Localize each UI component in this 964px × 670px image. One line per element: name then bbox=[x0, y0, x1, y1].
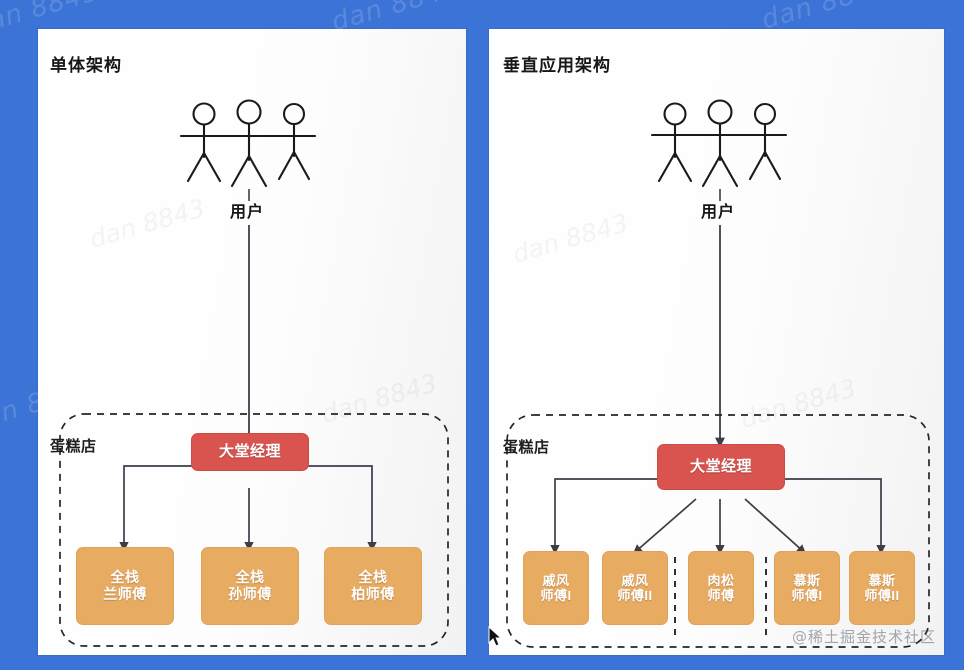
diagram-vectors-vertical bbox=[506, 99, 930, 648]
node-worker-3[interactable]: 全栈 柏师傅 bbox=[324, 547, 422, 625]
diagram-stage-monolithic: 用户 蛋糕店 大堂经理 全栈 兰师傅 全栈 孙师傅 全栈 柏师傅 bbox=[38, 29, 466, 655]
actor-label-user: 用户 bbox=[230, 204, 265, 221]
diagram-vectors-monolithic bbox=[59, 99, 449, 647]
node-label-line2: 兰师傅 bbox=[103, 586, 147, 602]
node-label-line2: 师傅I bbox=[791, 588, 823, 603]
node-label: 大堂经理 bbox=[689, 458, 752, 476]
node-label: 大堂经理 bbox=[218, 443, 281, 461]
panel-monolithic-architecture: dan 8843 dan 8843 单体架构 bbox=[38, 29, 466, 655]
panel-title-vertical: 垂直应用架构 bbox=[503, 56, 611, 75]
group-label-cake-shop: 蛋糕店 bbox=[503, 439, 550, 456]
mouse-cursor-icon bbox=[488, 626, 503, 647]
node-label-line2: 师傅II bbox=[864, 588, 900, 603]
node-label-line1: 肉松 bbox=[707, 572, 735, 588]
node-worker-1[interactable]: 戚风 师傅I bbox=[523, 551, 589, 625]
node-label-line1: 戚风 bbox=[621, 572, 649, 588]
panel-title-monolithic: 单体架构 bbox=[50, 56, 122, 75]
node-lobby-manager[interactable]: 大堂经理 bbox=[657, 444, 785, 490]
node-label-line2: 孙师傅 bbox=[228, 586, 272, 602]
node-label-line2: 师傅II bbox=[617, 588, 653, 603]
node-worker-5[interactable]: 慕斯 师傅II bbox=[849, 551, 915, 625]
node-label-line2: 师傅 bbox=[707, 588, 735, 603]
node-label-line1: 全栈 bbox=[235, 569, 265, 586]
group-boundary-cake-shop bbox=[59, 413, 449, 647]
node-worker-4[interactable]: 慕斯 师傅I bbox=[774, 551, 840, 625]
site-watermark: @稀土掘金技术社区 bbox=[791, 628, 936, 646]
node-worker-1[interactable]: 全栈 兰师傅 bbox=[76, 547, 174, 625]
node-label-line1: 慕斯 bbox=[793, 572, 821, 588]
node-worker-3[interactable]: 肉松 师傅 bbox=[688, 551, 754, 625]
node-label-line1: 全栈 bbox=[110, 569, 140, 586]
node-worker-2[interactable]: 戚风 师傅II bbox=[602, 551, 668, 625]
actor-group-icon bbox=[650, 99, 788, 188]
node-label-line2: 柏师傅 bbox=[351, 586, 395, 602]
group-boundary-cake-shop bbox=[506, 414, 930, 648]
node-worker-2[interactable]: 全栈 孙师傅 bbox=[201, 547, 299, 625]
node-lobby-manager[interactable]: 大堂经理 bbox=[191, 433, 309, 471]
node-label-line1: 全栈 bbox=[358, 569, 388, 586]
node-label-line1: 慕斯 bbox=[868, 572, 896, 588]
actor-label-user: 用户 bbox=[701, 204, 736, 221]
panel-vertical-application-architecture: dan 8843 dan 8843 垂直应用架构 bbox=[489, 29, 944, 655]
group-label-cake-shop: 蛋糕店 bbox=[50, 438, 97, 455]
diagram-stage-vertical: 用户 蛋糕店 大堂经理 戚风 师傅I 戚风 师傅II 肉松 师傅 慕斯 师傅I bbox=[489, 29, 944, 655]
actor-group-icon bbox=[179, 99, 317, 188]
node-label-line2: 师傅I bbox=[540, 588, 572, 603]
node-label-line1: 戚风 bbox=[542, 572, 570, 588]
